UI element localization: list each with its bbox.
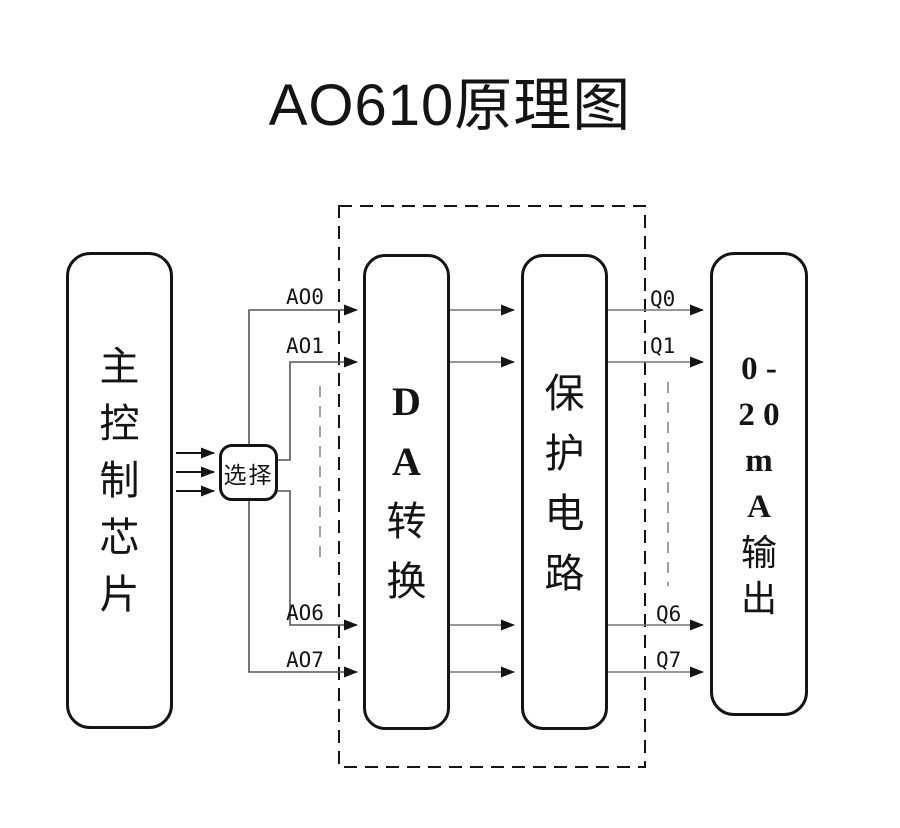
main-chip-char: 控 (99, 401, 140, 446)
main-chip-block: 主 控 制 芯 片 (66, 252, 173, 729)
output-line: 2 0 (738, 397, 780, 433)
main-chip-char: 制 (99, 458, 140, 503)
signal-label-q1: Q1 (650, 334, 676, 358)
selector-block: 选择 (219, 444, 278, 501)
output-label: 0 - 2 0 m A 输 出 (738, 346, 779, 622)
da-converter-char: A (392, 439, 421, 484)
arrow-ao0 (248, 304, 358, 444)
protection-circuit-label: 保 护 电 路 (545, 364, 585, 604)
output-line: 输 (740, 533, 777, 573)
da-converter-char: 转 (386, 499, 427, 544)
da-converter-char: D (392, 379, 421, 424)
dashed-module-boundary (338, 205, 646, 768)
main-chip-char: 片 (99, 572, 140, 617)
protection-char: 保 (544, 371, 585, 416)
main-chip-char: 主 (99, 344, 140, 389)
main-chip-label: 主 控 制 芯 片 (100, 338, 140, 623)
signal-label-ao1: AO1 (286, 334, 324, 358)
signal-label-ao6: AO6 (286, 601, 324, 625)
signal-label-ao0: AO0 (286, 285, 324, 309)
da-converter-block: D A 转 换 (363, 254, 450, 730)
arrow-ao6 (272, 490, 358, 631)
selector-label: 选择 (223, 462, 274, 488)
da-converter-char: 换 (386, 559, 427, 604)
arrow-ao1 (272, 356, 358, 461)
signal-label-q7: Q7 (656, 648, 682, 672)
protection-char: 电 (544, 491, 585, 536)
main-chip-char: 芯 (99, 515, 140, 560)
signal-label-q6: Q6 (656, 602, 682, 626)
output-line: A (747, 489, 771, 525)
da-converter-label: D A 转 换 (387, 372, 427, 612)
output-block: 0 - 2 0 m A 输 出 (710, 252, 808, 716)
arrow-ao7 (248, 495, 358, 678)
protection-char: 护 (544, 431, 585, 476)
protection-circuit-block: 保 护 电 路 (521, 254, 608, 730)
protection-char: 路 (544, 551, 585, 596)
diagram-title: AO610原理图 (268, 73, 632, 138)
output-line: 0 - (741, 351, 777, 387)
output-line: m (745, 443, 773, 479)
signal-label-ao7: AO7 (286, 648, 324, 672)
output-line: 出 (740, 579, 777, 619)
signal-label-q0: Q0 (650, 287, 676, 311)
